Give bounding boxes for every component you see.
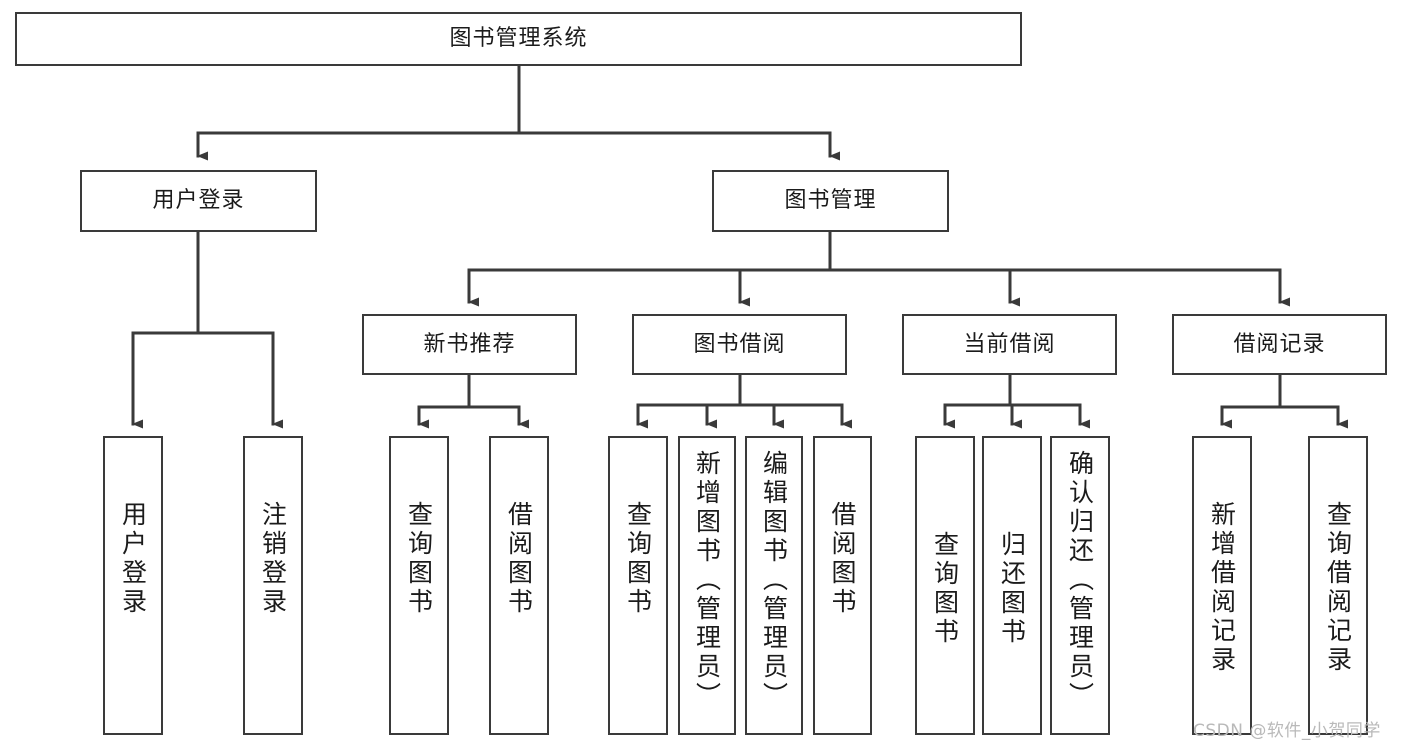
node-current-borrow[interactable]: 当前借阅 [902,314,1117,375]
node-label: 新增图书（管理员） [692,450,722,711]
node-leaf-logout-login[interactable]: 注销登录 [243,436,303,735]
node-leaf-confirm-return-admin[interactable]: 确认归还（管理员） [1050,436,1110,735]
node-label: 借阅记录 [1233,331,1326,357]
node-label: 查询图书 [930,531,960,647]
node-label: 新增借阅记录 [1207,501,1237,675]
node-label: 注销登录 [258,501,288,617]
node-label: 归还图书 [997,531,1027,647]
node-label: 用户登录 [118,501,148,617]
node-leaf-return-book[interactable]: 归还图书 [982,436,1042,735]
node-label: 借阅图书 [828,501,857,617]
node-label: 编辑图书（管理员） [759,450,789,711]
node-leaf-edit-book-admin[interactable]: 编辑图书（管理员） [745,436,803,735]
node-label: 查询图书 [623,501,653,617]
node-leaf-query-borrow-record[interactable]: 查询借阅记录 [1308,436,1368,735]
node-label: 查询借阅记录 [1323,501,1353,675]
node-leaf-add-book-admin[interactable]: 新增图书（管理员） [678,436,736,735]
node-label: 新书推荐 [423,331,516,357]
node-leaf-query-book-borrow[interactable]: 查询图书 [608,436,668,735]
node-label: 查询图书 [404,501,434,617]
csdn-watermark: CSDN @软件_小贺同学 [1193,721,1381,741]
node-borrow-record[interactable]: 借阅记录 [1172,314,1387,375]
node-label: 图书管理 [784,188,877,214]
node-book-management-system[interactable]: 图书管理系统 [15,12,1022,66]
node-label: 借阅图书 [504,501,534,617]
node-leaf-borrow-book[interactable]: 借阅图书 [813,436,872,735]
node-label: 当前借阅 [963,331,1056,357]
node-label: 图书管理系统 [449,26,588,52]
node-label: 图书借阅 [693,331,786,357]
node-label: 确认归还（管理员） [1065,450,1095,711]
node-leaf-user-login[interactable]: 用户登录 [103,436,163,735]
node-user-login[interactable]: 用户登录 [80,170,317,232]
node-book-borrow[interactable]: 图书借阅 [632,314,847,375]
node-leaf-query-book-current[interactable]: 查询图书 [915,436,975,735]
node-book-management[interactable]: 图书管理 [712,170,949,232]
node-leaf-borrow-book-recommend[interactable]: 借阅图书 [489,436,549,735]
node-new-book-recommend[interactable]: 新书推荐 [362,314,577,375]
node-leaf-query-book-recommend[interactable]: 查询图书 [389,436,449,735]
node-label: 用户登录 [152,188,245,214]
node-leaf-add-borrow-record[interactable]: 新增借阅记录 [1192,436,1252,735]
